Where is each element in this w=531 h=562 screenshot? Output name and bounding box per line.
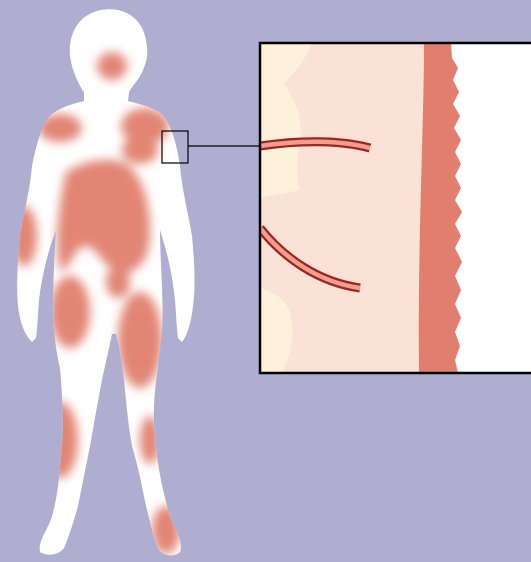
skin-section-inset	[260, 43, 531, 373]
epidermis-layer	[419, 43, 462, 373]
patch-left-hip	[50, 276, 90, 348]
patch-face	[97, 52, 127, 80]
patch-center	[106, 266, 130, 298]
patch-right-chest	[122, 136, 158, 164]
patch-torso	[57, 160, 150, 272]
patch-right-thigh	[118, 292, 162, 388]
